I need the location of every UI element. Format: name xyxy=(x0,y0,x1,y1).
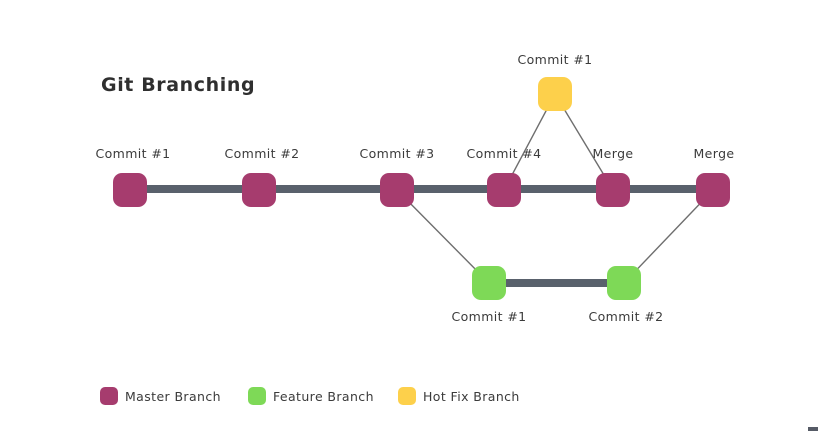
master-branch-swatch-icon xyxy=(100,387,118,405)
legend-item-hotfix: Hot Fix Branch xyxy=(398,387,520,405)
master-commit-1-node xyxy=(113,173,147,207)
master-commit-3-node xyxy=(380,173,414,207)
legend-item-master: Master Branch xyxy=(100,387,221,405)
scrollbar-corner xyxy=(808,427,818,431)
hotfix-commit-1-node xyxy=(538,77,572,111)
master-commit-3-label: Commit #3 xyxy=(359,146,435,161)
master-commit-2-node xyxy=(242,173,276,207)
connector-feature-to-master-merge xyxy=(623,189,714,284)
feature-commit-1-node xyxy=(472,266,506,300)
legend-label-feature: Feature Branch xyxy=(273,388,374,404)
connector-master-to-feature xyxy=(396,189,490,284)
hotfix-branch-swatch-icon xyxy=(398,387,416,405)
feature-branch-timeline xyxy=(489,279,624,287)
legend-label-hotfix: Hot Fix Branch xyxy=(423,388,520,404)
master-commit-2-label: Commit #2 xyxy=(224,146,300,161)
legend-label-master: Master Branch xyxy=(125,388,221,404)
page-title: Git Branching xyxy=(101,74,256,96)
master-merge-2-node xyxy=(696,173,730,207)
feature-commit-2-label: Commit #2 xyxy=(588,309,664,324)
master-commit-4-label: Commit #4 xyxy=(466,146,542,161)
master-commit-1-label: Commit #1 xyxy=(95,146,171,161)
feature-branch-swatch-icon xyxy=(248,387,266,405)
master-merge-1-node xyxy=(596,173,630,207)
master-commit-4-node xyxy=(487,173,521,207)
master-merge-2-label: Merge xyxy=(693,146,735,161)
feature-commit-2-node xyxy=(607,266,641,300)
hotfix-commit-1-label: Commit #1 xyxy=(517,52,593,67)
feature-commit-1-label: Commit #1 xyxy=(451,309,527,324)
master-merge-1-label: Merge xyxy=(592,146,634,161)
master-branch-timeline xyxy=(130,185,713,193)
legend-item-feature: Feature Branch xyxy=(248,387,374,405)
